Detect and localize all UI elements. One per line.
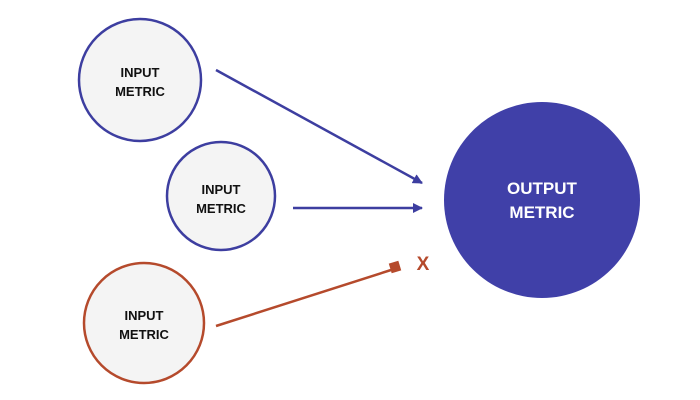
output-node: OUTPUT METRIC — [444, 102, 640, 298]
blocked-x-mark: X — [417, 254, 430, 275]
output-node-label-line1: OUTPUT — [507, 179, 578, 198]
input-node-1: INPUT METRIC — [77, 17, 203, 143]
input-node-3-label-line2: METRIC — [119, 327, 169, 342]
edge-input-1-to-output — [215, 68, 423, 185]
input-node-2-label-line2: METRIC — [196, 201, 246, 216]
input-node-3-blocked: INPUT METRIC — [82, 261, 206, 385]
input-node-2: INPUT METRIC — [165, 140, 277, 252]
output-node-label-line2: METRIC — [509, 203, 574, 222]
input-node-2-label-line1: INPUT — [202, 182, 241, 197]
input-node-3-label-line1: INPUT — [125, 308, 164, 323]
blocked-edge-end-square — [388, 260, 402, 274]
input-node-1-label-line1: INPUT — [121, 65, 160, 80]
input-node-1-label-line2: METRIC — [115, 84, 165, 99]
edge-input-3-blocked — [215, 268, 392, 328]
